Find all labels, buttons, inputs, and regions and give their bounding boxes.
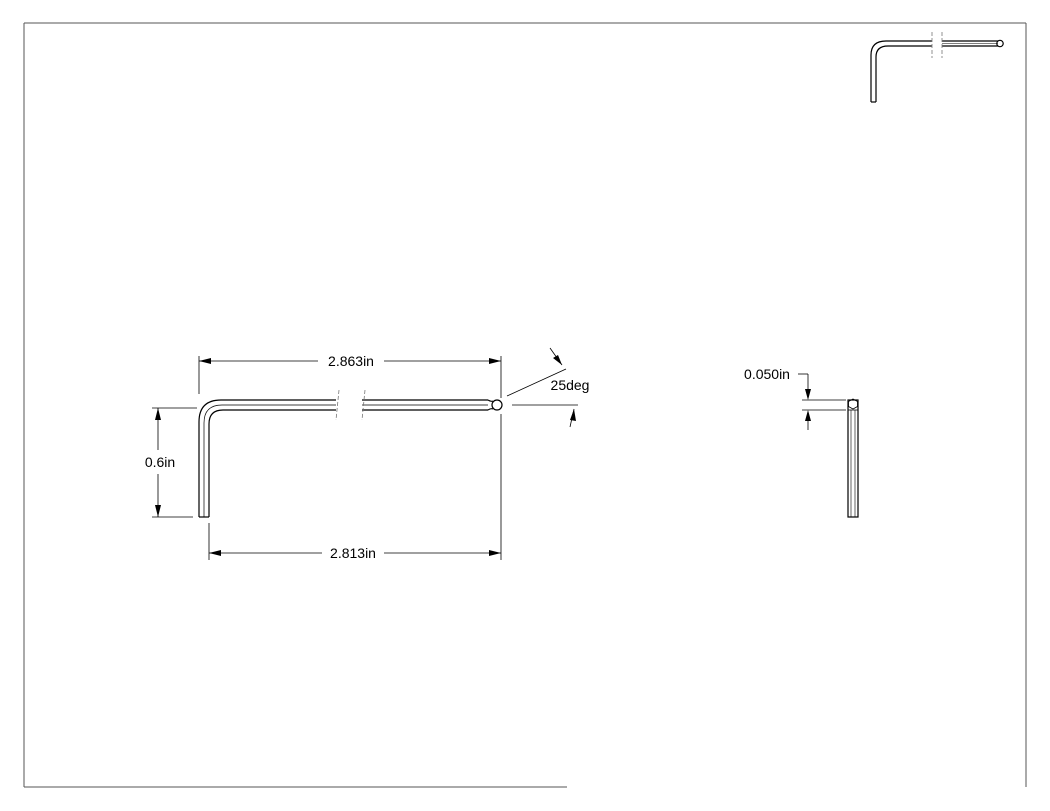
side-shaft [847,399,859,518]
arrow-angle-bottom [570,409,576,421]
arrowheads [155,355,811,556]
ball-neck [487,399,494,411]
arrow-bottom-left [209,550,221,556]
top-length-label: 2.863in [328,353,374,369]
iso-ball-end [996,39,1004,48]
ball-end [491,399,503,411]
diameter-label: 0.050in [744,366,790,382]
key-inner-edge [208,409,336,517]
angle-label: 25deg [551,377,590,393]
arrow-top-right [489,358,501,364]
arrow-angle-top [553,355,562,365]
hex-socket-icon [848,398,858,410]
side-view [847,398,859,518]
arrow-diam-top [805,389,811,400]
height-label: 0.6in [145,454,175,470]
arrow-top-left [199,358,211,364]
arrow-diam-bottom [805,410,811,421]
dimension-lines [152,347,846,560]
bottom-length-label: 2.813in [330,545,376,561]
sheet-frame [23,22,1027,788]
angle-ext-angled [506,368,567,397]
key-outer-edge [198,399,336,517]
iso-key-outer [870,40,932,102]
front-view [198,389,503,518]
isometric-view [870,32,1004,103]
arrow-height-top [155,408,161,420]
arrow-height-bottom [155,505,161,517]
break-line-right [361,389,366,421]
arrow-bottom-right [489,550,501,556]
iso-key-inner [875,45,932,102]
key-facet-line [203,404,336,517]
break-line-left [335,389,340,421]
